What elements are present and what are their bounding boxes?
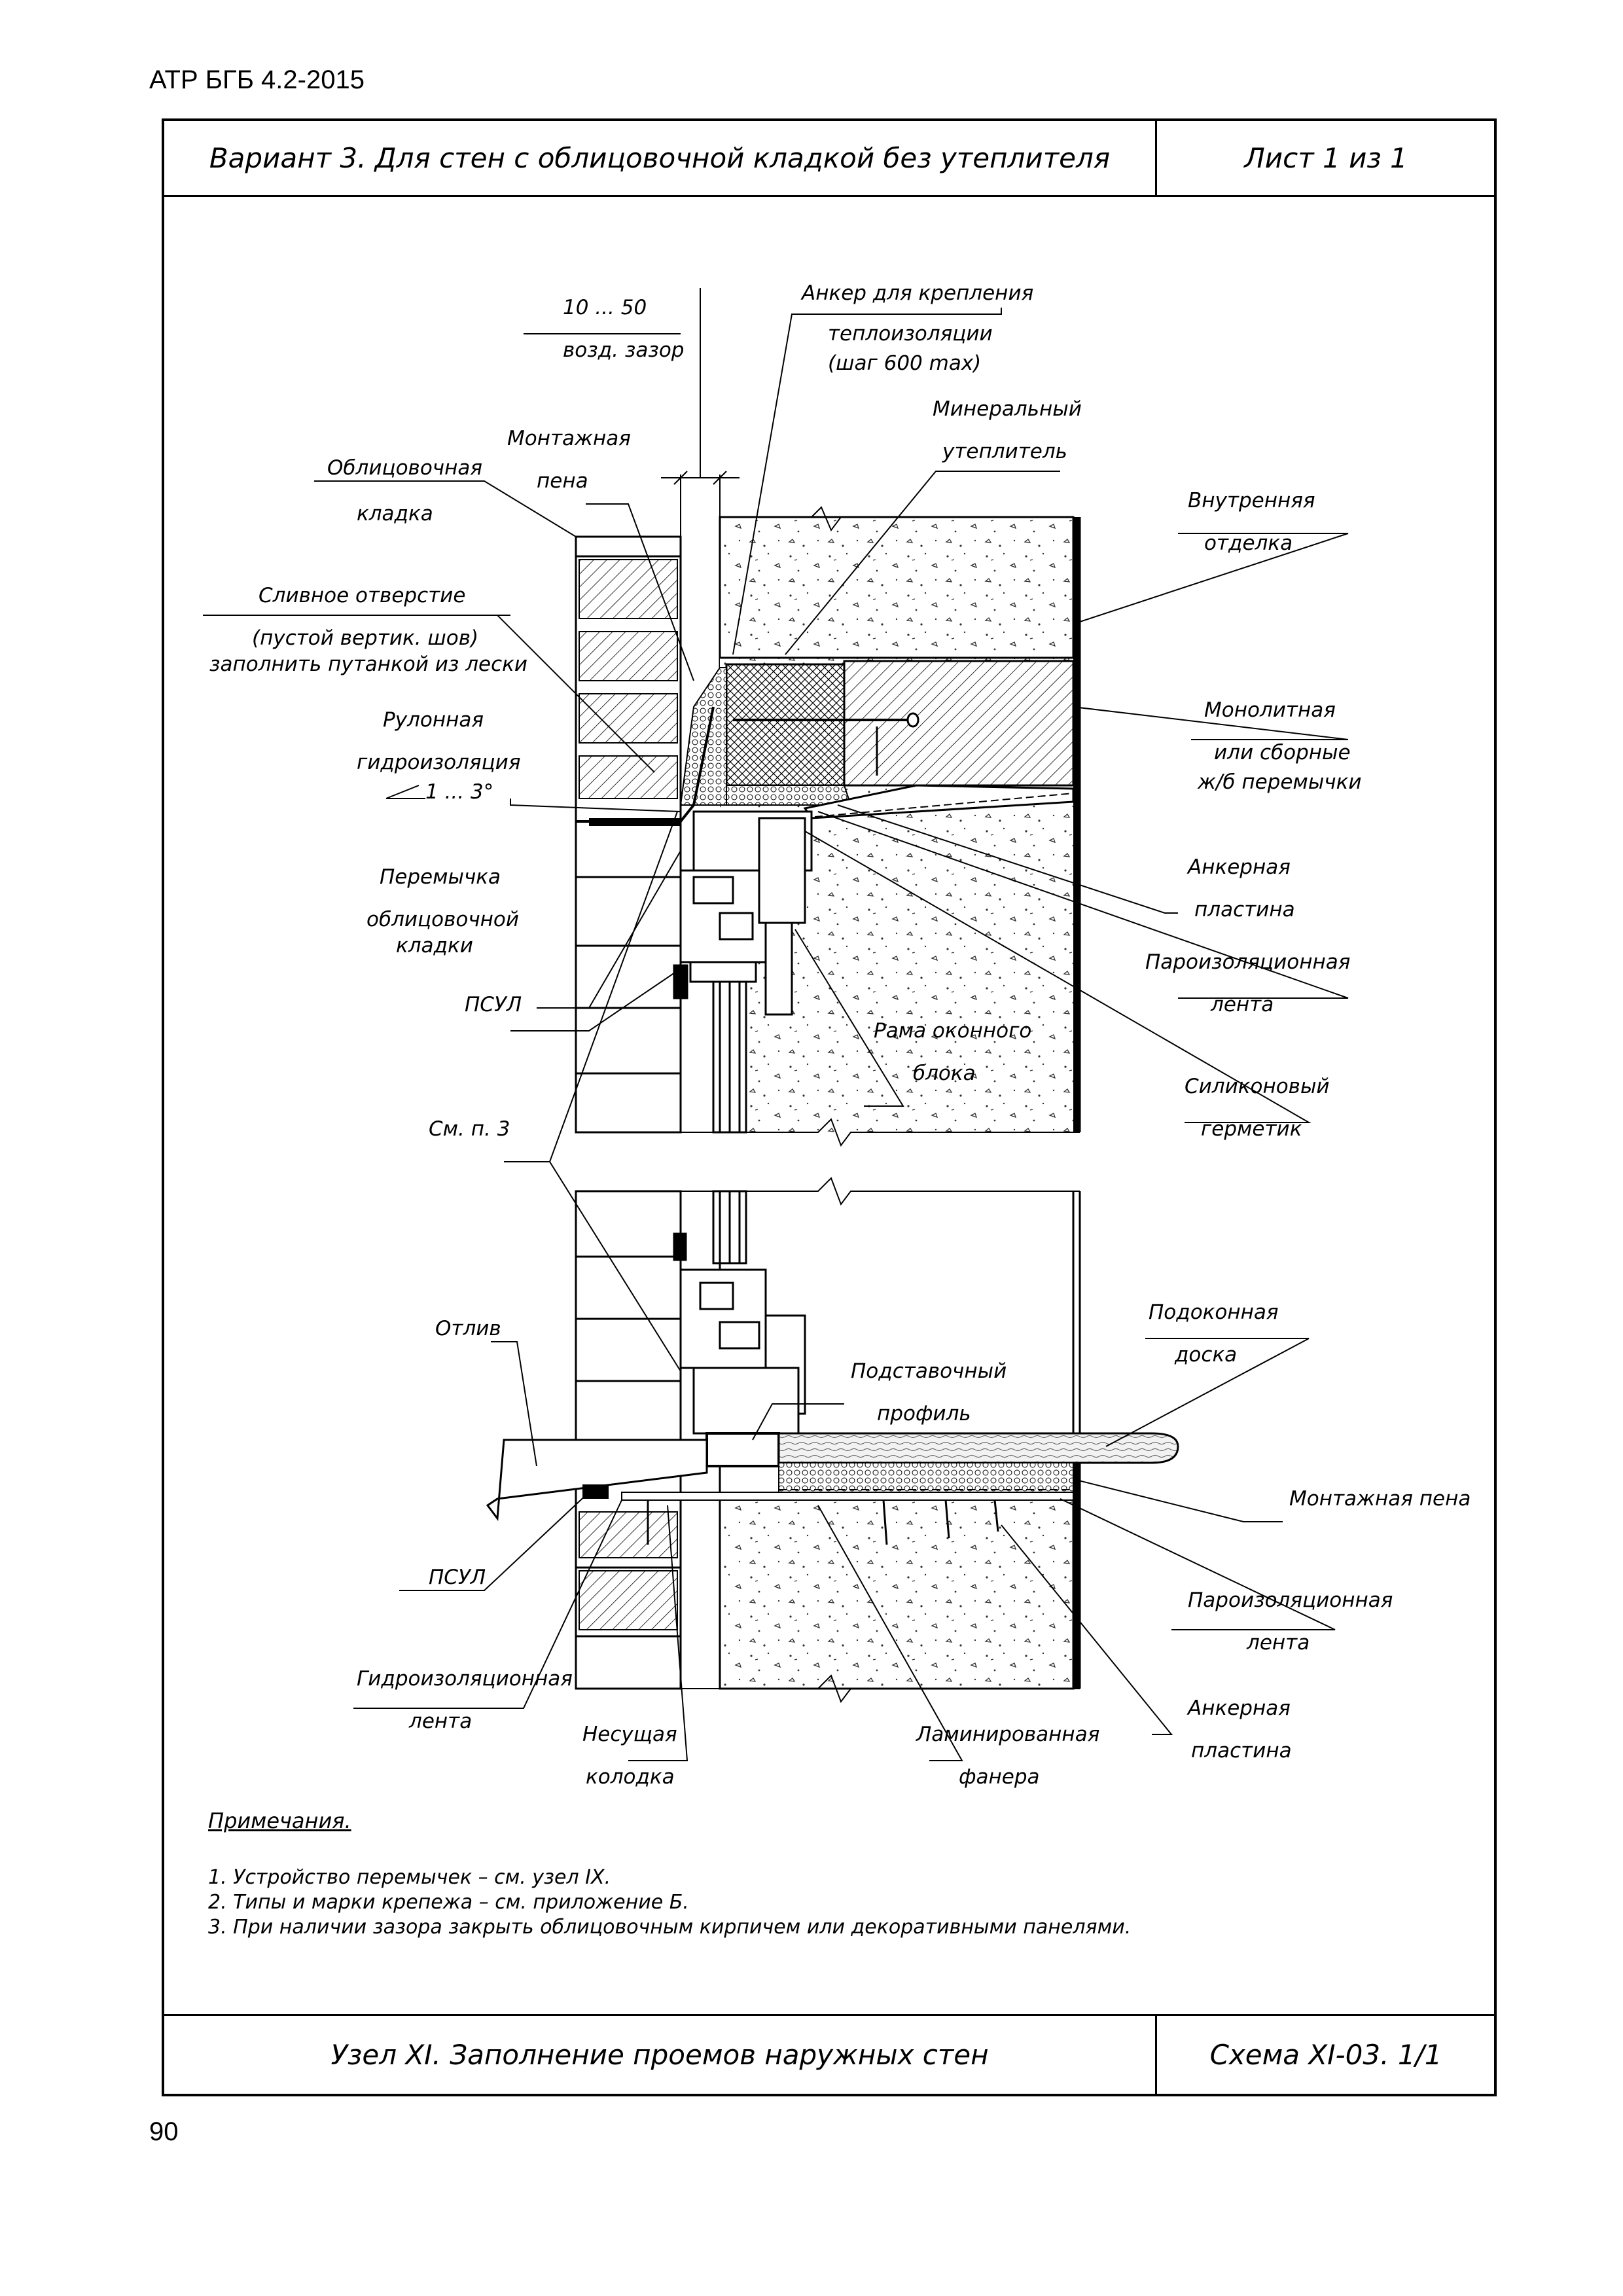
label-see-p3: См. п. 3 <box>429 1117 510 1141</box>
label-anchor-plate-bottom-1: Анкерная <box>1186 1696 1291 1720</box>
window-frame-upper <box>673 810 813 1134</box>
insulation-anchor <box>733 712 919 776</box>
label-drain-3: заполнить путанкой из лески <box>209 653 527 676</box>
mounting-foam-lower <box>778 1462 1074 1493</box>
label-block-2: колодка <box>586 1765 675 1789</box>
label-finish-1: Внутренняя <box>1188 489 1315 512</box>
label-mineral-2: утеплитель <box>942 440 1067 463</box>
label-sub-profile-2: профиль <box>877 1402 971 1426</box>
label-roll-2: гидроизоляция <box>357 751 520 774</box>
window-sill-board <box>777 1432 1179 1464</box>
drip-sill <box>486 1439 708 1522</box>
title-block-footer: Узел XI. Заполнение проемов наружных сте… <box>164 2014 1494 2094</box>
label-vapor-bottom-1: Пароизоляционная <box>1188 1588 1393 1612</box>
label-anchor-2: теплоизоляции <box>828 322 993 346</box>
document-code: АТР БГБ 4.2-2015 <box>149 65 365 94</box>
label-frame-2: блока <box>913 1062 976 1085</box>
notes-list: 1. Устройство перемычек – см. узел IX. 2… <box>208 1865 1131 1940</box>
note-item: 2. Типы и марки крепежа – см. приложение… <box>208 1891 689 1914</box>
label-sub-profile-1: Подставочный <box>851 1359 1007 1383</box>
label-facing-1: Облицовочная <box>327 456 482 480</box>
mounting-foam-upper <box>679 667 727 806</box>
label-anchor-3: (шаг 600 max) <box>828 351 981 375</box>
label-lintel-face-3: кладки <box>396 934 473 958</box>
label-foam-top-1: Монтажная <box>507 427 631 450</box>
psul-lower <box>582 1484 609 1499</box>
label-silicone-1: Силиконовый <box>1185 1075 1330 1098</box>
sheet-number: Лист 1 из 1 <box>1155 121 1495 195</box>
scheme-number: Схема XI-03. 1/1 <box>1155 2016 1495 2094</box>
label-lintel-mono-3: ж/б перемычки <box>1197 770 1361 794</box>
label-sill-board-2: доска <box>1174 1343 1237 1367</box>
mineral-insulation <box>725 663 846 787</box>
page-number: 90 <box>149 2117 179 2146</box>
label-vapor-top-1: Пароизоляционная <box>1145 950 1350 974</box>
concrete-wall-lower <box>719 1498 1075 1690</box>
label-anchor-plate-bottom-2: пластина <box>1191 1739 1292 1763</box>
note-item: 1. Устройство перемычек – см. узел IX. <box>208 1866 611 1889</box>
label-lintel-mono-2: или сборные <box>1214 741 1351 764</box>
label-facing-2: кладка <box>357 502 433 526</box>
label-plywood-2: фанера <box>959 1765 1040 1789</box>
note-item: 3. При наличии зазора закрыть облицовочн… <box>208 1916 1132 1939</box>
window-frame-lower <box>673 1190 806 1435</box>
upper-section <box>575 288 1081 1147</box>
label-roll-3: 1 ... 3° <box>425 780 493 804</box>
label-frame-1: Рама оконного <box>874 1019 1031 1043</box>
monolithic-lintel <box>843 660 1075 787</box>
label-psul-bottom: ПСУЛ <box>429 1566 486 1589</box>
label-finish-2: отделка <box>1204 531 1293 555</box>
label-waterproof-2: лента <box>408 1710 472 1733</box>
label-mineral-1: Минеральный <box>933 397 1082 421</box>
label-gap-range: 10 ... 50 <box>563 296 647 319</box>
label-psul-top: ПСУЛ <box>465 993 522 1016</box>
leader-lines <box>314 308 1349 1761</box>
label-anchor-1: Анкер для крепления <box>800 281 1033 305</box>
label-foam-bottom: Монтажная пена <box>1289 1487 1471 1511</box>
sub-profile <box>705 1432 780 1467</box>
roll-waterproofing <box>576 706 715 823</box>
label-roll-1: Рулонная <box>383 708 484 732</box>
brick-facing-upper <box>575 535 682 1134</box>
title-block-header: Вариант 3. Для стен с облицовочной кладк… <box>164 121 1494 197</box>
label-vapor-top-2: лента <box>1210 993 1274 1016</box>
drawing-title: Вариант 3. Для стен с облицовочной кладк… <box>209 142 1111 174</box>
anchor-screws <box>647 1499 999 1545</box>
label-anchor-plate-top-2: пластина <box>1194 898 1295 922</box>
drawing-frame: Вариант 3. Для стен с облицовочной кладк… <box>162 118 1497 2096</box>
label-plywood-1: Ламинированная <box>916 1723 1099 1746</box>
lower-section <box>486 1177 1179 1704</box>
label-lintel-face-2: облицовочной <box>366 908 519 931</box>
label-drip: Отлив <box>435 1317 501 1340</box>
label-foam-top-2: пена <box>537 469 588 493</box>
label-waterproof-1: Гидроизоляционная <box>357 1667 573 1691</box>
labels: 10 ... 50 возд. зазор Анкер для креплени… <box>203 281 1471 1789</box>
label-anchor-plate-top-1: Анкерная <box>1186 855 1291 879</box>
label-block-1: Несущая <box>582 1723 677 1746</box>
label-sill-board-1: Подоконная <box>1149 1300 1279 1324</box>
label-lintel-mono-1: Монолитная <box>1204 698 1336 722</box>
label-silicone-2: герметик <box>1201 1117 1302 1141</box>
label-air-gap: возд. зазор <box>563 338 684 362</box>
laminated-plywood <box>621 1492 1074 1501</box>
label-lintel-face-1: Перемычка <box>380 865 501 889</box>
node-title: Узел XI. Заполнение проемов наружных сте… <box>330 2039 989 2071</box>
label-vapor-bottom-2: лента <box>1246 1631 1310 1655</box>
label-drain-2: (пустой вертик. шов) <box>252 626 478 650</box>
notes-title: Примечания. <box>208 1808 351 1833</box>
label-drain-1: Сливное отверстие <box>259 584 465 607</box>
